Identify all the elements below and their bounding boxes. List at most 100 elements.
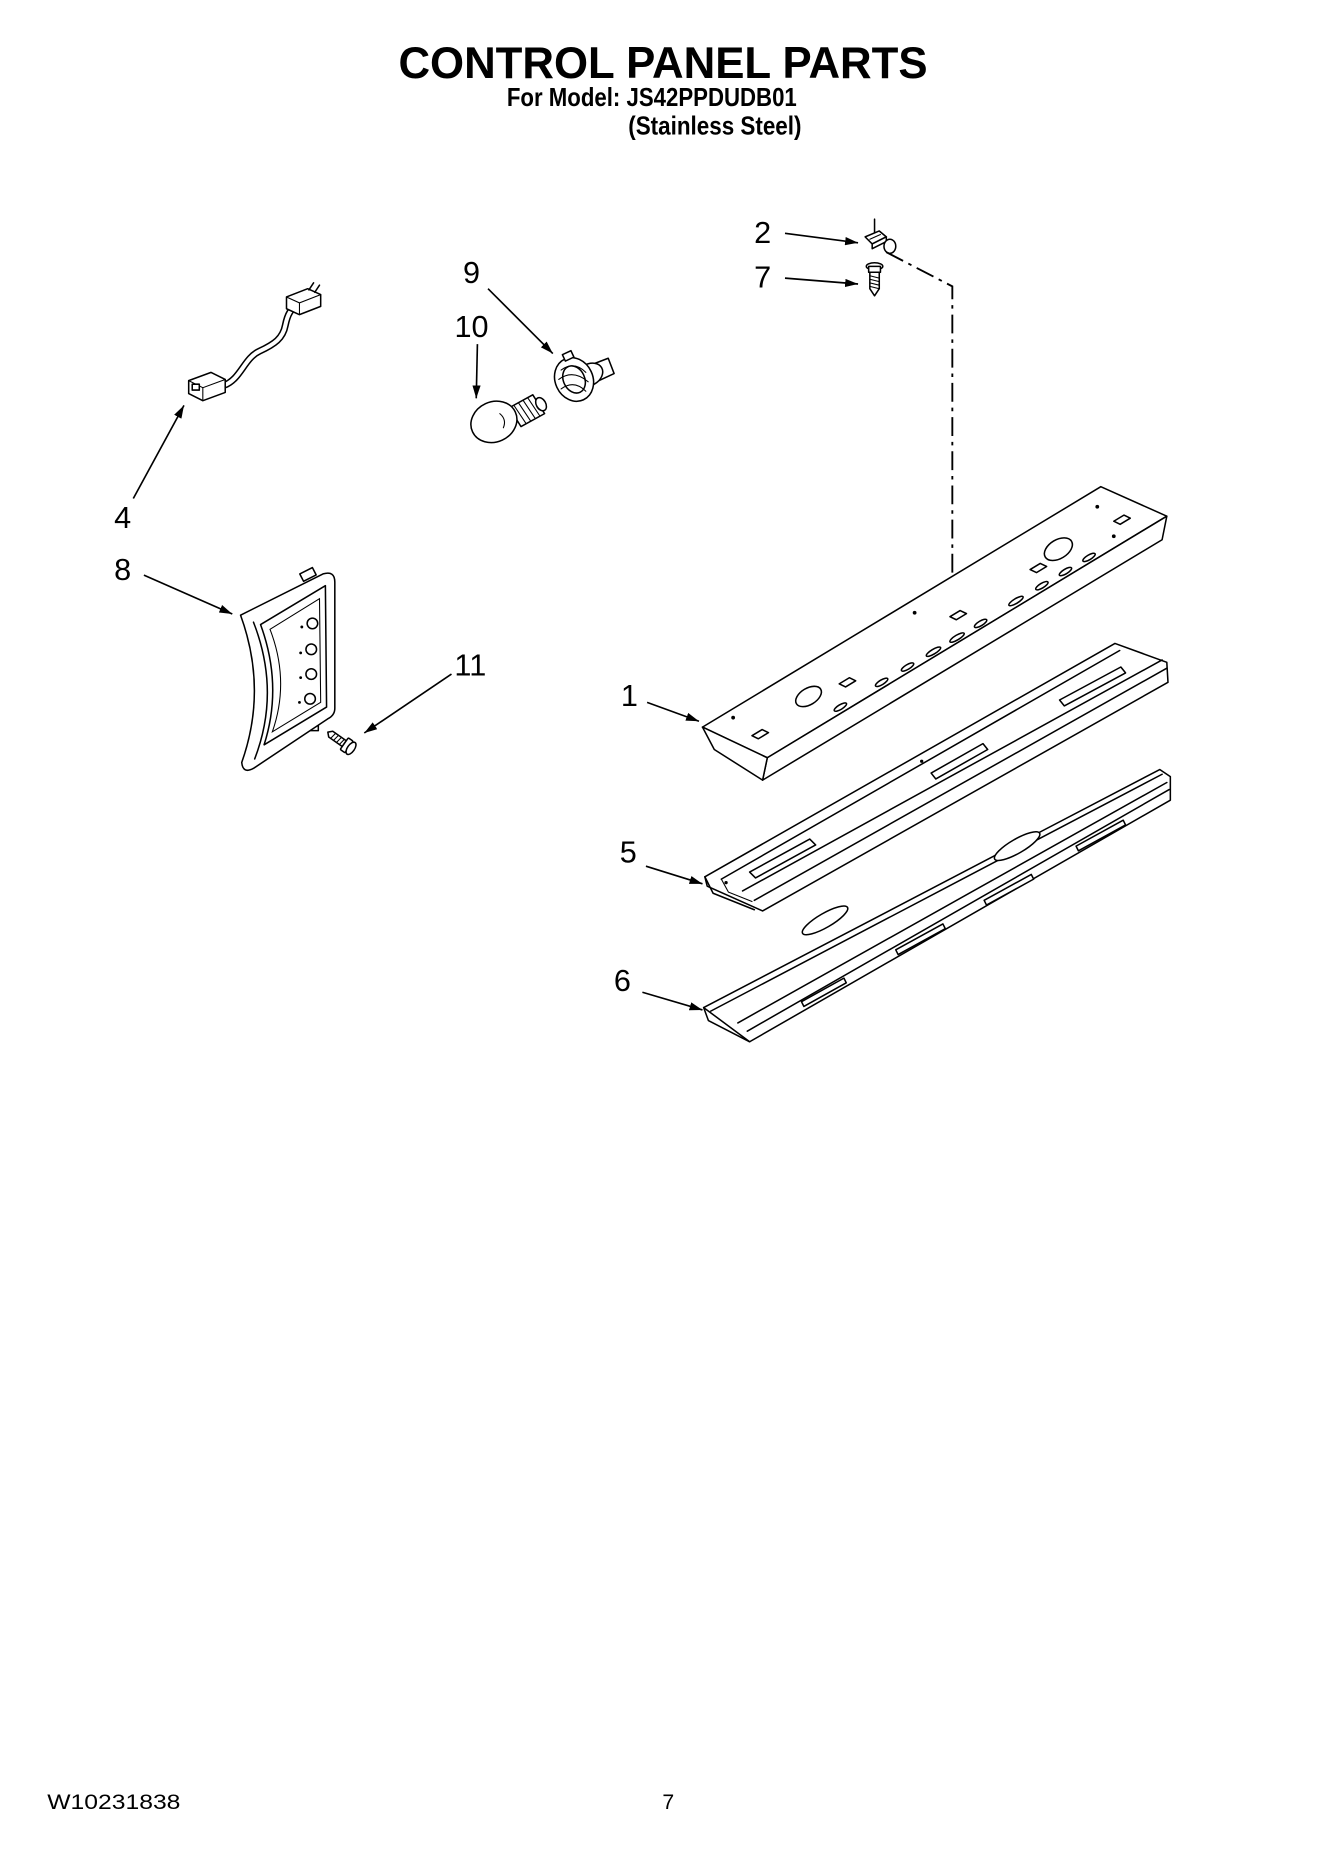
callout-6: 6 <box>614 964 631 998</box>
part-8-control-interface <box>239 566 336 772</box>
channel-5-back-lip <box>720 649 1121 880</box>
channel-6-oval-left <box>801 905 849 936</box>
channel-6-end-profile <box>702 1006 751 1043</box>
part-11-screw <box>327 730 357 756</box>
interface-button-4 <box>304 692 317 705</box>
bracket-slot <box>925 646 942 658</box>
bracket-square-hole-3 <box>949 609 968 621</box>
bulb-globe <box>470 400 518 444</box>
leader-2 <box>784 232 859 246</box>
interface-indicator-4 <box>298 700 301 704</box>
part-9-socket <box>553 349 615 403</box>
bracket-slot <box>833 702 848 713</box>
harness-wire-fill <box>222 303 300 388</box>
callout-8: 8 <box>114 553 131 587</box>
channel-6-slot <box>894 923 947 956</box>
document-number: W10231838 <box>47 1791 180 1814</box>
screw-11-threads <box>330 732 345 746</box>
interface-indicator-1 <box>300 625 304 629</box>
bracket-slot <box>1008 595 1024 607</box>
part-2-clip <box>864 218 897 255</box>
interface-face-panel <box>269 597 322 734</box>
callout-9: 9 <box>463 256 480 290</box>
channel-6-slot <box>983 873 1035 906</box>
callout-10: 10 <box>454 310 488 344</box>
harness-connector-pins <box>308 282 321 294</box>
socket-lug <box>561 349 575 362</box>
bracket-slot <box>874 677 889 688</box>
part-10-bulb <box>470 394 548 444</box>
part-6-channel <box>702 768 1172 1043</box>
bracket-pin-hole <box>1111 534 1116 539</box>
clip-barrel <box>883 238 897 255</box>
channel-5-hole <box>920 759 924 763</box>
bracket-slot <box>973 618 988 629</box>
bracket-slot <box>1082 552 1096 563</box>
finish-line: (Stainless Steel) <box>628 112 801 140</box>
bracket-square-hole-2 <box>838 676 857 688</box>
interface-side-edge <box>252 621 269 760</box>
bracket-oval-hole-left <box>794 685 823 708</box>
channel-6-oval-right <box>993 831 1041 862</box>
channel-5-slot-left <box>748 838 817 879</box>
channel-6-outline <box>702 768 1172 1043</box>
callout-5: 5 <box>620 836 637 870</box>
bulb-contact <box>534 396 548 412</box>
bracket-square-hole-4 <box>1029 562 1048 574</box>
bracket-slot <box>949 632 965 644</box>
part-7-screw <box>865 262 884 297</box>
channel-5-slot-middle <box>930 742 989 780</box>
channel-5-slot-right <box>1058 666 1127 707</box>
part-4-wire-harness <box>187 282 322 402</box>
channel-6-slot <box>1075 819 1127 852</box>
clip-fold-line <box>869 233 881 240</box>
channel-6-front-edge <box>746 788 1170 1032</box>
socket-coil-lines <box>558 365 589 392</box>
leader-6 <box>642 991 703 1011</box>
channel-6-slot <box>800 977 848 1008</box>
part-5-channel <box>704 642 1169 912</box>
interface-top-tab <box>299 566 317 583</box>
page-number: 7 <box>662 1791 674 1814</box>
channel-5-floor-edge <box>741 659 1163 892</box>
leader-11 <box>363 673 452 734</box>
leader-5 <box>645 865 703 885</box>
leader-9 <box>487 288 554 355</box>
screw-7-head <box>867 265 882 273</box>
bracket-slot <box>1058 566 1073 577</box>
leader-8 <box>143 574 233 615</box>
bracket-pin-hole <box>1095 504 1100 509</box>
leader-7 <box>784 277 859 288</box>
page-title: CONTROL PANEL PARTS <box>398 38 927 88</box>
interface-indicator-3 <box>299 676 303 680</box>
callout-2: 2 <box>754 216 771 250</box>
bracket-pin-hole <box>912 610 917 615</box>
callout-11: 11 <box>454 648 486 682</box>
channel-6-back-lip <box>709 773 1163 1012</box>
channel-5-front-edge <box>753 667 1168 902</box>
assembly-center-line <box>885 251 954 606</box>
interface-face-frame <box>259 584 328 746</box>
harness-connector-left-socket <box>191 383 201 391</box>
bracket-square-hole-5 <box>1113 514 1132 526</box>
bracket-square-hole-1 <box>751 728 770 740</box>
bracket-slot <box>900 662 915 672</box>
callout-4: 4 <box>114 501 131 535</box>
model-line: For Model: JS42PPDUDB01 <box>507 84 797 112</box>
screw-11-washer <box>345 741 357 756</box>
bracket-oval-hole-right <box>1043 537 1074 562</box>
interface-indicator-2 <box>299 651 303 655</box>
callout-1: 1 <box>621 679 638 713</box>
bracket-slot <box>1034 580 1049 591</box>
interface-button-3 <box>305 668 318 681</box>
bracket-pin-hole <box>731 715 736 720</box>
leader-4 <box>132 404 185 499</box>
interface-button-1 <box>306 617 319 630</box>
leader-10 <box>472 344 481 399</box>
callout-7: 7 <box>754 261 771 295</box>
bulb-highlight <box>499 413 506 429</box>
interface-button-2 <box>305 643 318 656</box>
channel-5-end-profile-outer <box>704 876 756 911</box>
